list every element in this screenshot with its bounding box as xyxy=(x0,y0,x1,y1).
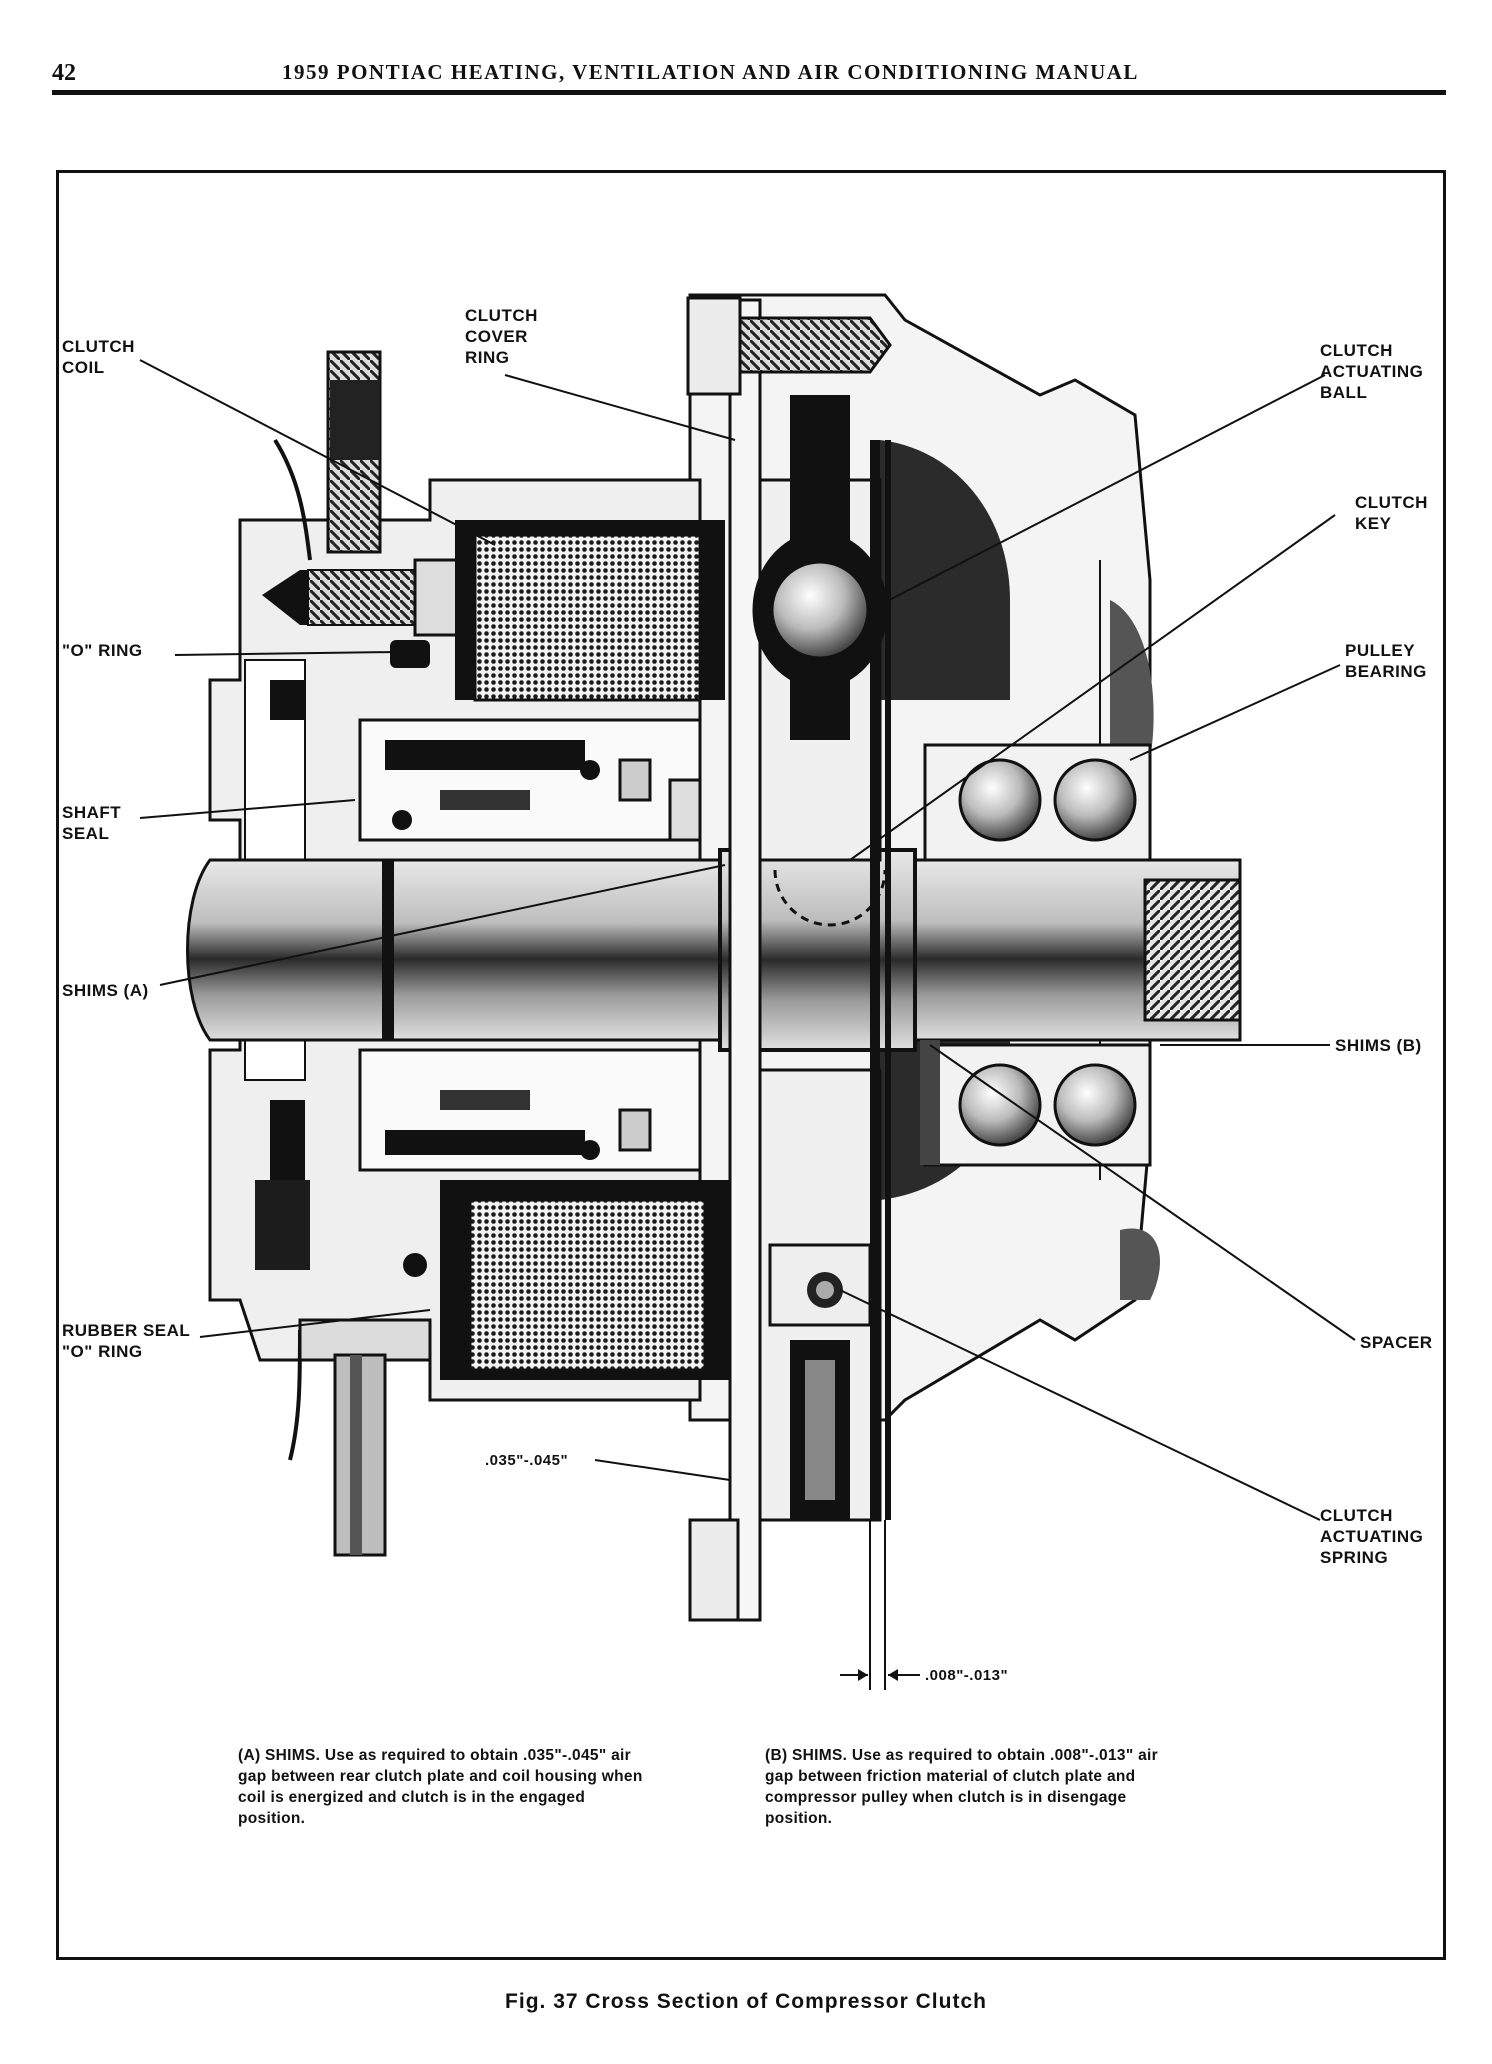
figure-frame xyxy=(56,170,1446,1960)
label-pulley-bearing: PULLEY BEARING xyxy=(1345,641,1427,681)
page-title: 1959 PONTIAC HEATING, VENTILATION AND AI… xyxy=(282,60,1139,84)
pulley-bearing-lower xyxy=(923,1043,1152,1167)
label-o-ring: "O" RING xyxy=(62,641,143,660)
note-shims-a: (A) SHIMS. Use as required to obtain .03… xyxy=(238,1745,648,1829)
gap-indicator-b xyxy=(840,1520,920,1690)
note-shims-b-title: (B) SHIMS. xyxy=(765,1747,848,1764)
rubber-seal-fitting xyxy=(298,1318,432,1557)
label-clutch-actuating-ball: CLUTCH ACTUATING BALL xyxy=(1320,341,1424,402)
label-clutch-actuating-spring: CLUTCH ACTUATING SPRING xyxy=(1320,1506,1424,1567)
page-header: 42 1959 PONTIAC HEATING, VENTILATION AND… xyxy=(52,52,1444,96)
compressor-shaft xyxy=(186,858,1242,1042)
note-shims-b: (B) SHIMS. Use as required to obtain .00… xyxy=(765,1745,1175,1829)
leader-lines xyxy=(139,359,1356,1521)
mounting-stud xyxy=(326,350,382,554)
note-shims-a-title: (A) SHIMS. xyxy=(238,1747,321,1764)
clutch-coil-lower xyxy=(440,1180,730,1380)
coil-screw xyxy=(262,558,467,637)
page-number: 42 xyxy=(52,60,76,86)
clutch-actuating-ball xyxy=(752,395,888,740)
header-rule xyxy=(52,90,1446,95)
label-clutch-coil: CLUTCH COIL xyxy=(62,337,135,377)
label-shaft-seal: SHAFT SEAL xyxy=(62,803,122,843)
bottom-bolt xyxy=(688,1518,740,1622)
note-shims-a-text: Use as required to obtain .035"-.045" ai… xyxy=(238,1747,643,1827)
label-gap-a: .035"-.045" xyxy=(485,1452,569,1469)
label-rubber-seal-o-ring: RUBBER SEAL "O" RING xyxy=(62,1321,191,1361)
label-clutch-key: CLUTCH KEY xyxy=(1355,493,1428,533)
label-shims-a: SHIMS (A) xyxy=(62,981,149,1000)
label-clutch-cover-ring: CLUTCH COVER RING xyxy=(465,306,538,367)
o-ring xyxy=(390,640,430,668)
figure-caption: Fig. 37 Cross Section of Compressor Clut… xyxy=(505,1990,987,2013)
label-gap-b: .008"-.013" xyxy=(925,1667,1009,1684)
spacer xyxy=(920,1040,940,1165)
top-bolt xyxy=(686,296,892,396)
label-shims-b: SHIMS (B) xyxy=(1335,1036,1422,1055)
clutch-actuating-spring xyxy=(768,1243,872,1520)
shaft-seal-upper xyxy=(358,718,702,842)
shaft-seal-lower xyxy=(358,1048,702,1277)
label-spacer: SPACER xyxy=(1360,1333,1433,1352)
pulley-bearing-upper xyxy=(923,743,1152,862)
note-shims-b-text: Use as required to obtain .008"-.013" ai… xyxy=(765,1747,1158,1827)
clutch-coil-upper xyxy=(455,520,725,702)
